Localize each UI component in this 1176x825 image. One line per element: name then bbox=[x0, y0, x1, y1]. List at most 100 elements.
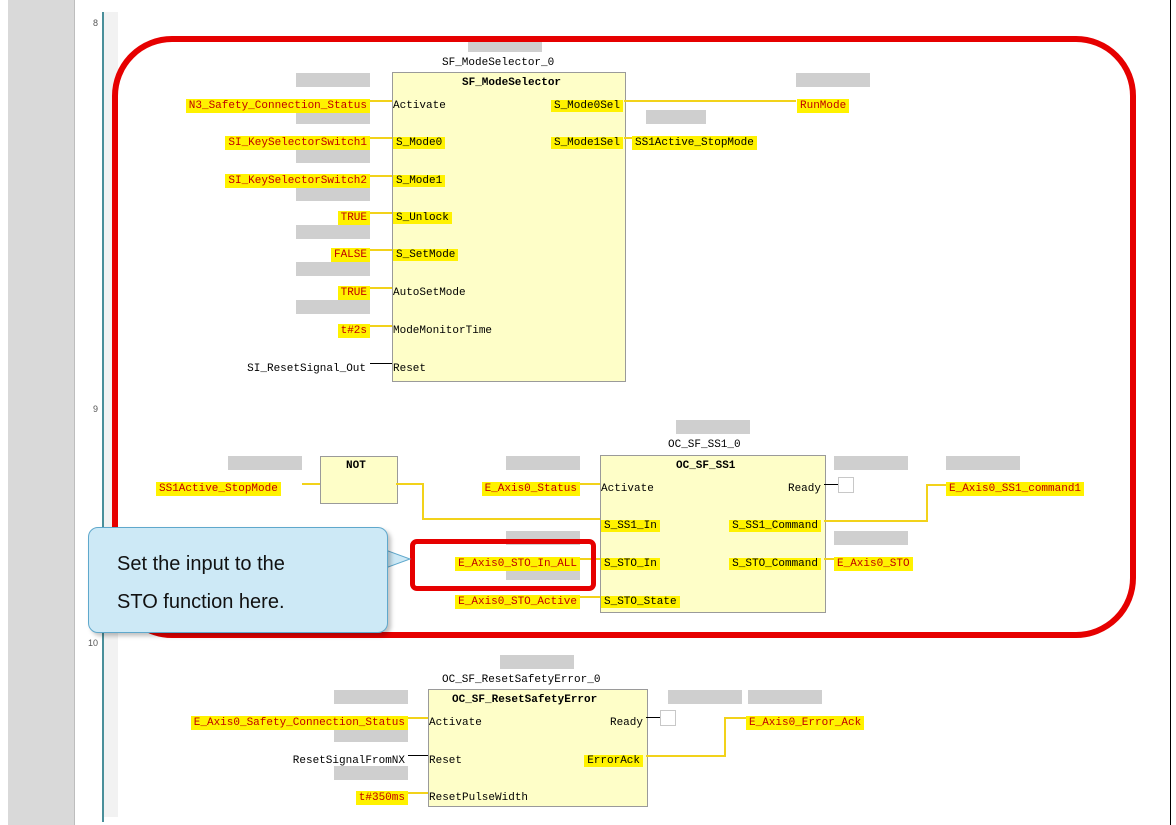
comment-placeholder bbox=[296, 187, 370, 201]
wire bbox=[824, 558, 834, 560]
wire bbox=[422, 483, 424, 519]
wire bbox=[408, 717, 428, 719]
wire bbox=[396, 483, 424, 485]
fb-input-pin: S_Mode0 bbox=[393, 137, 446, 149]
input-variable[interactable]: E_Axis0_Safety_Connection_Status bbox=[190, 716, 408, 730]
wire bbox=[646, 717, 660, 718]
fb-input-pin: S_STO_State bbox=[601, 596, 680, 608]
comment-placeholder bbox=[506, 456, 580, 470]
wire bbox=[580, 596, 600, 598]
output-variable[interactable]: E_Axis0_STO bbox=[834, 557, 913, 571]
fb2-instance-name[interactable]: OC_SF_SS1_0 bbox=[668, 439, 741, 451]
ready-output-box[interactable] bbox=[838, 477, 854, 493]
fb2-block[interactable] bbox=[600, 455, 826, 613]
wire bbox=[370, 100, 392, 102]
wire bbox=[370, 175, 392, 177]
input-variable[interactable]: SS1Active_StopMode bbox=[156, 482, 281, 496]
wire bbox=[724, 717, 746, 719]
comment-placeholder bbox=[296, 225, 370, 239]
fb-input-pin: S_Unlock bbox=[393, 212, 452, 224]
callout-box: Set the input to the STO function here. bbox=[88, 527, 388, 633]
sto-input-highlight-box bbox=[410, 539, 596, 591]
rung-number-8: 8 bbox=[93, 18, 99, 28]
power-rail bbox=[102, 12, 104, 822]
wire bbox=[824, 520, 928, 522]
ready-output-box[interactable] bbox=[660, 710, 676, 726]
comment-placeholder bbox=[334, 690, 408, 704]
wire bbox=[580, 558, 600, 560]
wire bbox=[580, 483, 600, 485]
fb-input-pin: Activate bbox=[393, 100, 446, 112]
fb-output-pin: S_STO_Command bbox=[729, 558, 821, 570]
wire bbox=[370, 137, 392, 139]
comment-placeholder bbox=[334, 766, 408, 780]
wire bbox=[824, 484, 838, 485]
output-variable[interactable]: E_Axis0_SS1_command1 bbox=[946, 482, 1085, 496]
fb-input-pin: S_STO_In bbox=[601, 558, 660, 570]
input-variable[interactable]: t#350ms bbox=[355, 791, 408, 805]
output-variable[interactable]: SS1Active_StopMode bbox=[632, 136, 757, 150]
fb-output-pin: Ready bbox=[609, 717, 643, 729]
input-variable[interactable]: N3_Safety_Connection_Status bbox=[185, 99, 370, 113]
input-variable[interactable]: E_Axis0_STO_Active bbox=[455, 595, 580, 609]
wire bbox=[370, 363, 392, 364]
output-variable[interactable]: E_Axis0_Error_Ack bbox=[746, 716, 865, 730]
wire bbox=[408, 792, 428, 794]
comment-placeholder bbox=[796, 73, 870, 87]
highlight-rounded-frame bbox=[112, 36, 1136, 638]
input-variable[interactable]: t#2s bbox=[337, 324, 370, 338]
comment-placeholder bbox=[646, 110, 706, 124]
callout-line-2: STO function here. bbox=[117, 591, 285, 613]
fb-input-pin: S_SetMode bbox=[393, 249, 459, 261]
wire bbox=[370, 212, 392, 214]
fb3-block[interactable] bbox=[428, 689, 648, 807]
comment-placeholder bbox=[834, 531, 908, 545]
comment-placeholder bbox=[748, 690, 822, 704]
rung-number-10: 10 bbox=[88, 638, 99, 648]
fb-input-pin: Reset bbox=[429, 755, 463, 767]
comment-placeholder bbox=[296, 73, 370, 87]
left-gutter bbox=[8, 0, 75, 825]
input-variable[interactable]: E_Axis0_Status bbox=[481, 482, 580, 496]
comment-placeholder bbox=[296, 262, 370, 276]
sto-input-variable[interactable]: E_Axis0_STO_In_ALL bbox=[455, 557, 580, 571]
wire bbox=[370, 249, 392, 251]
input-variable[interactable]: TRUE bbox=[337, 286, 370, 300]
wire bbox=[624, 100, 796, 102]
not-block[interactable] bbox=[320, 456, 398, 504]
fb-input-pin: Activate bbox=[601, 483, 654, 495]
input-variable[interactable]: SI_KeySelectorSwitch1 bbox=[225, 136, 370, 150]
input-variable[interactable]: ResetSignalFromNX bbox=[292, 755, 405, 767]
comment-placeholder bbox=[296, 149, 370, 163]
comment-placeholder bbox=[946, 456, 1020, 470]
fb1-block[interactable] bbox=[392, 72, 626, 382]
comment-placeholder bbox=[296, 110, 370, 124]
input-variable[interactable]: TRUE bbox=[337, 211, 370, 225]
wire bbox=[724, 717, 726, 757]
callout-line-1: Set the input to the bbox=[117, 553, 285, 575]
comment-placeholder bbox=[334, 728, 408, 742]
fb3-instance-comment bbox=[500, 655, 574, 669]
input-variable[interactable]: FALSE bbox=[330, 248, 370, 262]
fb-output-pin: S_Mode1Sel bbox=[550, 137, 623, 149]
fb2-type-name: OC_SF_SS1 bbox=[676, 460, 736, 472]
comment-placeholder bbox=[228, 456, 302, 470]
output-variable[interactable]: RunMode bbox=[797, 99, 850, 113]
rung-number-9: 9 bbox=[93, 404, 99, 414]
fb-output-pin: ErrorAck bbox=[584, 755, 643, 767]
wire bbox=[646, 755, 726, 757]
fb-input-pin: S_SS1_In bbox=[601, 520, 660, 532]
ladder-editor-frame bbox=[74, 0, 1171, 825]
fb3-type-name: OC_SF_ResetSafetyError bbox=[452, 694, 598, 706]
wire bbox=[926, 484, 946, 486]
wire bbox=[370, 325, 392, 327]
not-block-label: NOT bbox=[346, 460, 366, 472]
wire bbox=[370, 287, 392, 289]
fb-input-pin: S_Mode1 bbox=[393, 175, 446, 187]
input-variable[interactable]: SI_ResetSignal_Out bbox=[247, 363, 366, 375]
fb1-instance-name[interactable]: SF_ModeSelector_0 bbox=[442, 57, 555, 69]
input-variable[interactable]: SI_KeySelectorSwitch2 bbox=[225, 174, 370, 188]
fb-output-pin: S_Mode0Sel bbox=[550, 100, 623, 112]
fb3-instance-name[interactable]: OC_SF_ResetSafetyError_0 bbox=[442, 674, 601, 686]
fb-input-pin: AutoSetMode bbox=[393, 287, 466, 299]
